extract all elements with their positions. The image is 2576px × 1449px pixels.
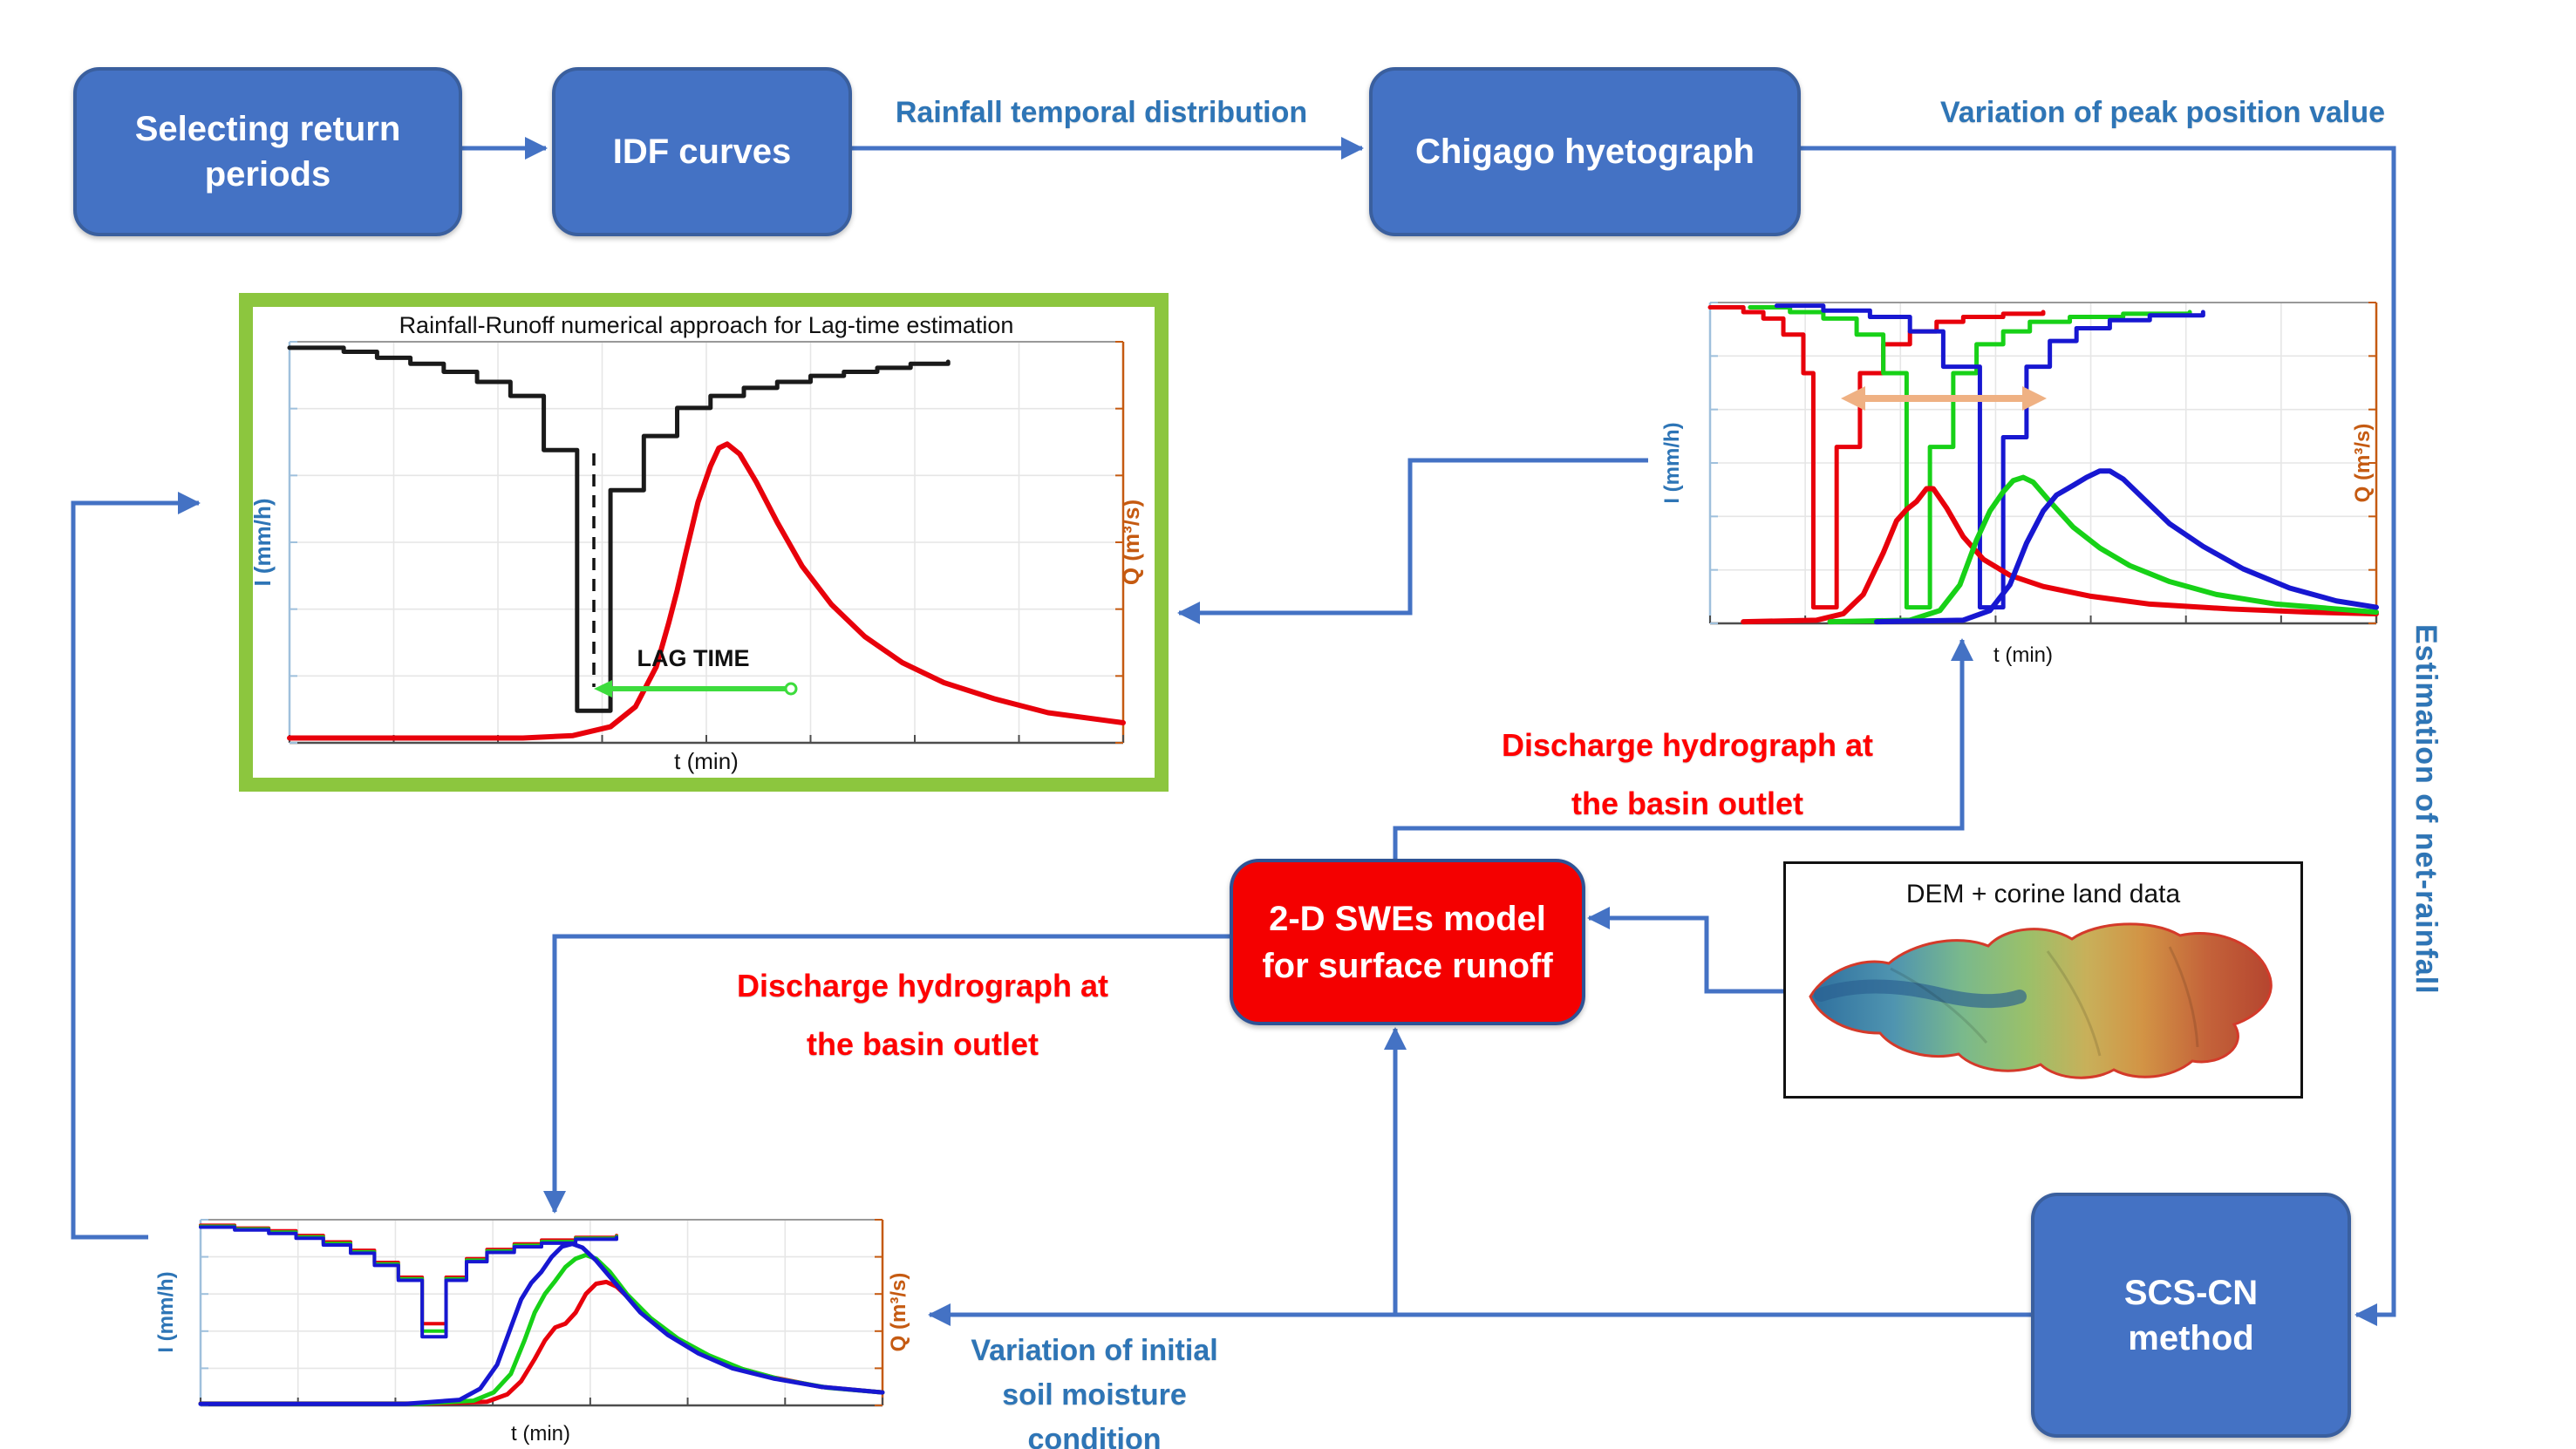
node-selecting-return-periods: Selecting return periods <box>73 67 462 236</box>
label-discharge-hydrograph-left: Discharge hydrograph at the basin outlet <box>661 957 1184 1073</box>
lag-time-annotation: LAG TIME <box>637 645 750 671</box>
arrow-soilchart-to-lagtime-chart <box>71 492 201 1240</box>
label-discharge-hydrograph-right: Discharge hydrograph at the basin outlet <box>1426 717 1949 833</box>
chart-title: Rainfall-Runoff numerical approach for L… <box>399 312 1014 338</box>
node-label: Selecting return <box>134 110 401 148</box>
arrow-peakpos-to-lagtime-chart <box>1177 458 1648 624</box>
label-variation-soil-moisture: Variation of initial soil moisture condi… <box>876 1329 1312 1449</box>
dem-box-title: DEM + corine land data <box>1906 880 2181 908</box>
node-scs-cn-method: SCS-CN method <box>2031 1193 2351 1438</box>
node-label: IDF curves <box>612 133 792 171</box>
node-label: for surface runoff <box>1262 946 1553 985</box>
y-axis-label-right: Q (m³/s) <box>1118 500 1144 585</box>
x-axis-label: t (min) <box>511 1422 570 1446</box>
y-axis-label-right: Q (m³/s) <box>2351 424 2375 503</box>
lagtime-chart: Rainfall-Runoff numerical approach for L… <box>253 312 1144 774</box>
y-axis-label-left: I (mm/h) <box>154 1271 178 1352</box>
node-2d-swe-model: 2-D SWEs model for surface runoff <box>1230 859 1585 1025</box>
node-chicago-hyetograph: Chigago hyetograph <box>1369 67 1801 236</box>
node-label: Chigago hyetograph <box>1415 133 1755 171</box>
arrow-dem-to-swe <box>1587 907 1783 994</box>
label-line: the basin outlet <box>806 1025 1039 1062</box>
label-estimation-net-rainfall: Estimation of net-rainfall <box>2409 624 2443 995</box>
node-label: periods <box>204 155 331 194</box>
node-label: method <box>2128 1318 2254 1357</box>
label-rainfall-temporal-distribution: Rainfall temporal distribution <box>895 96 1308 129</box>
dem-terrain-map: DEM + corine land data <box>1809 880 2273 1079</box>
y-axis-label-left: I (mm/h) <box>253 498 276 586</box>
node-label: SCS-CN <box>2123 1273 2259 1312</box>
lag-time-arrow <box>594 680 798 697</box>
label-line: the basin outlet <box>1571 785 1803 821</box>
ridge-shading <box>1890 946 2199 1057</box>
label-variation-peak-position: Variation of peak position value <box>1939 96 2386 129</box>
label-line: Discharge hydrograph at <box>1501 727 1874 763</box>
x-axis-label: t (min) <box>674 748 739 774</box>
node-idf-curves: IDF curves <box>552 67 852 236</box>
y-axis-label-right: Q (m³/s) <box>887 1273 910 1352</box>
peak-shift-double-arrow <box>1841 386 2047 411</box>
label-line: condition <box>1027 1423 1162 1449</box>
label-line: Variation of initial <box>971 1334 1218 1367</box>
y-axis-label-left: I (mm/h) <box>1661 422 1684 503</box>
lagtime-chart-frame: Rainfall-Runoff numerical approach for L… <box>239 293 1169 792</box>
label-line: soil moisture <box>1002 1378 1187 1412</box>
dem-corine-box: DEM + corine land data <box>1783 861 2303 1099</box>
soil-moisture-chart: t (min) I (mm/h) Q (m³/s) <box>154 1219 910 1446</box>
x-axis-label: t (min) <box>1993 643 2053 667</box>
peak-position-chart: t (min) I (mm/h) Q (m³/s) <box>1661 302 2379 667</box>
river-valley <box>1814 979 2027 1009</box>
watershed-outline <box>1809 922 2273 1079</box>
node-label: 2-D SWEs model <box>1269 899 1546 938</box>
label-line: Discharge hydrograph at <box>736 968 1109 1003</box>
